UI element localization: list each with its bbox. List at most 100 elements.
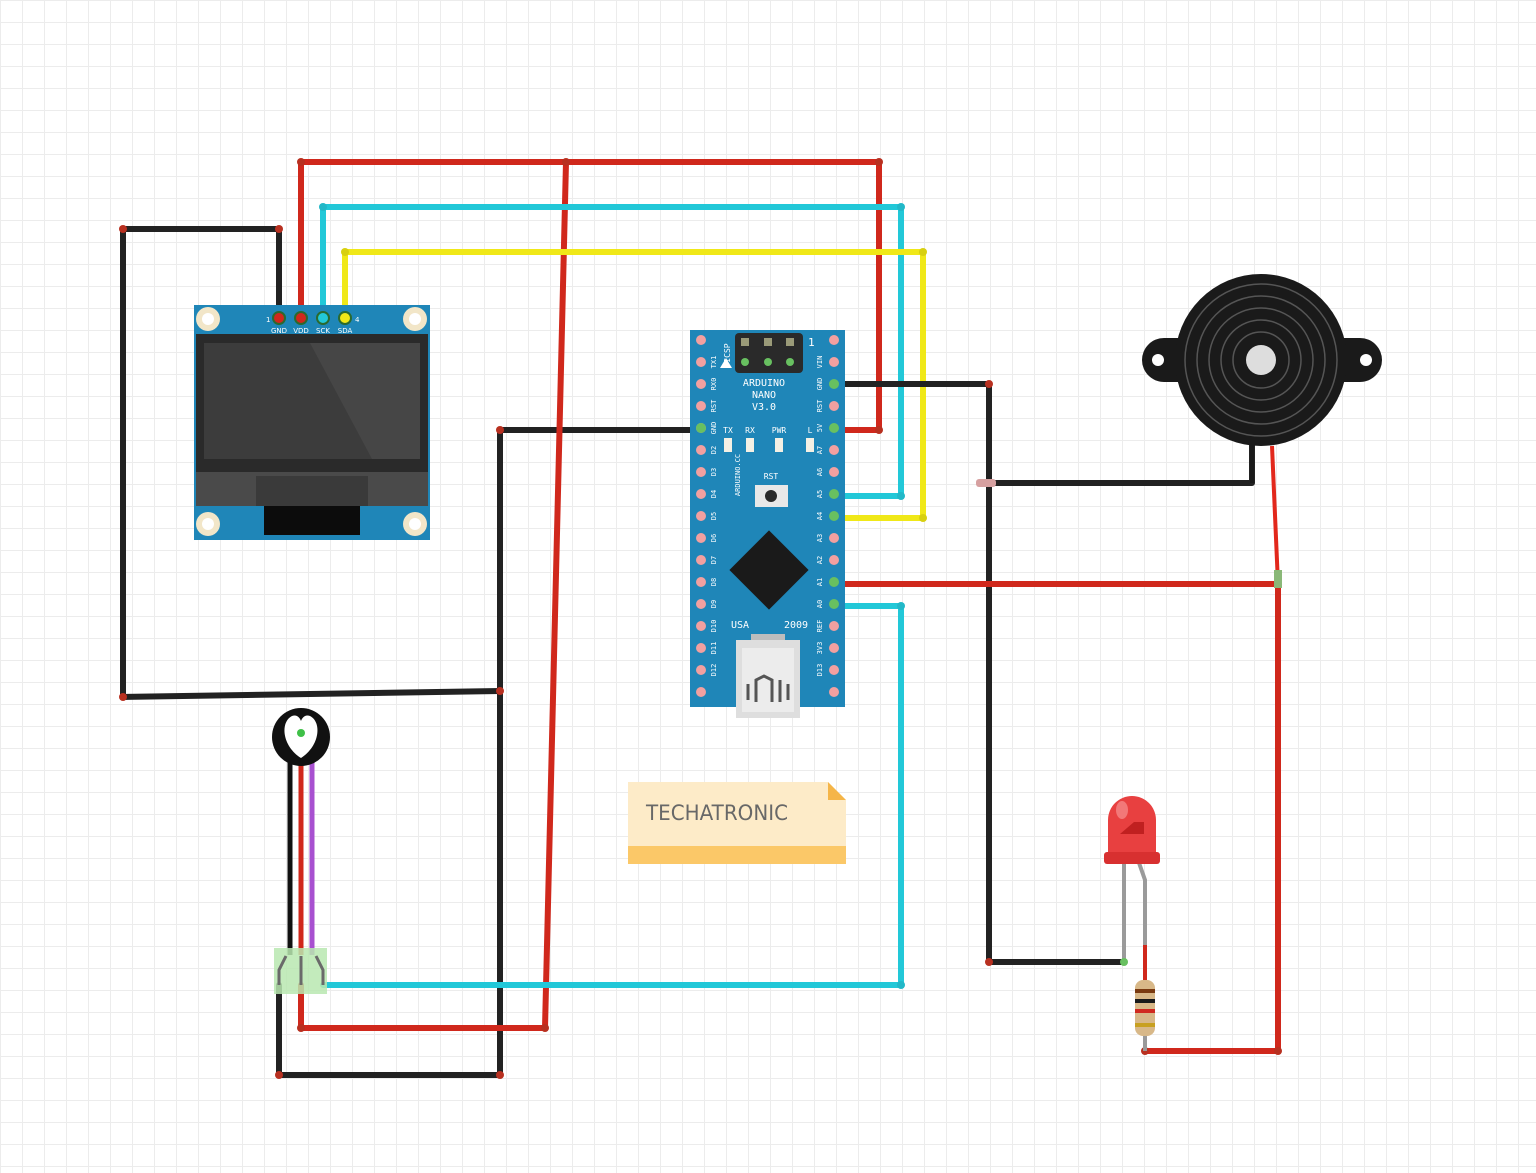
wire-junctions-yellow bbox=[341, 248, 927, 522]
pulse-sensor[interactable] bbox=[272, 708, 330, 994]
resistor[interactable] bbox=[1135, 945, 1155, 1051]
oled-pin-label-gnd: GND bbox=[271, 327, 287, 335]
oled-display[interactable]: 1 4 GND VDD SCK SDA bbox=[194, 305, 430, 540]
oled-pin-number-first: 1 bbox=[266, 316, 270, 324]
note-body bbox=[628, 782, 846, 864]
pin-label-a2: A2 bbox=[816, 556, 824, 564]
oled-pin-number-last: 4 bbox=[355, 316, 360, 324]
pin-label-d6: D6 bbox=[710, 534, 718, 542]
reset-label: RST bbox=[764, 472, 779, 481]
pin-label-tx1: TX1 bbox=[710, 356, 718, 369]
pin-label-d3: D3 bbox=[710, 468, 718, 476]
led-anvil bbox=[1120, 822, 1144, 834]
pin-label-a3: A3 bbox=[816, 534, 824, 542]
buzzer-rings bbox=[1184, 283, 1338, 437]
buzzer-lead-marker bbox=[1274, 570, 1282, 588]
pin-label-5v: 5V bbox=[816, 423, 824, 432]
pin-label-gnd-right: GND bbox=[816, 378, 824, 391]
led-base bbox=[1104, 852, 1160, 864]
usb-connector[interactable] bbox=[736, 634, 800, 718]
oled-pin-label-vdd: VDD bbox=[293, 327, 309, 335]
nano-title-line2: NANO bbox=[752, 390, 776, 401]
nano-side-text: ARDUINO.CC bbox=[734, 454, 742, 496]
note-bottom-bar bbox=[628, 846, 846, 864]
wire-red-sensor-vcc[interactable] bbox=[298, 159, 569, 1031]
nano-gnd-left-connected bbox=[696, 423, 706, 433]
wire-junctions-cyan bbox=[319, 203, 905, 989]
pin-label-gnd-left: GND bbox=[710, 422, 718, 435]
note-sticky[interactable]: TECHATRONIC bbox=[628, 782, 846, 864]
led-label-rx: RX bbox=[745, 426, 755, 435]
icsp-pins bbox=[741, 338, 794, 366]
pin-label-a0: A0 bbox=[816, 600, 824, 608]
pin1-arrow bbox=[720, 358, 732, 368]
piezo-buzzer[interactable] bbox=[1142, 274, 1382, 588]
oled-pins bbox=[272, 311, 352, 325]
nano-title-line3: V3.0 bbox=[752, 402, 776, 413]
pin-label-rst-left: RST bbox=[710, 399, 718, 412]
pin-label-a5: A5 bbox=[816, 490, 824, 498]
buzzer-mount-hole-right bbox=[1360, 354, 1372, 366]
oled-screen-glare bbox=[310, 343, 420, 459]
buzzer-lead-positive bbox=[1270, 445, 1280, 585]
wire-cyan-a0[interactable] bbox=[320, 603, 904, 988]
wire-junctions bbox=[119, 158, 1282, 1079]
reset-button[interactable] bbox=[755, 485, 788, 507]
pin-label-a4: A4 bbox=[816, 512, 824, 520]
pin-label-3v3: 3V3 bbox=[816, 642, 824, 655]
oled-pin-label-sck: SCK bbox=[316, 327, 330, 335]
led-label-pwr: PWR bbox=[772, 426, 787, 435]
resistor-band-1 bbox=[1135, 989, 1155, 993]
nano-usa-label: USA bbox=[731, 620, 749, 631]
nano-right-pin-labels: VIN GND RST 5V A7 A6 A5 A4 A3 A2 A1 A0 R… bbox=[816, 356, 824, 677]
pin-label-vin: VIN bbox=[816, 356, 824, 369]
note-folded-corner bbox=[828, 782, 846, 800]
led-highlight bbox=[1116, 801, 1128, 819]
pin-label-a7: A7 bbox=[816, 446, 824, 454]
icsp-label: ICSP bbox=[723, 343, 732, 362]
red-led[interactable] bbox=[1104, 796, 1160, 985]
wire-black-buzzer-gnd[interactable] bbox=[986, 437, 1255, 486]
sensor-led bbox=[297, 729, 305, 737]
pin-label-d12: D12 bbox=[710, 664, 718, 677]
pin-label-d9: D9 bbox=[710, 600, 718, 608]
nano-right-pads bbox=[829, 335, 839, 697]
wire-black-nano-gnd-right[interactable] bbox=[831, 381, 1127, 965]
pin-label-d5: D5 bbox=[710, 512, 718, 520]
pin-label-rx0: RX0 bbox=[710, 378, 718, 391]
pin-label-ref: REF bbox=[816, 620, 824, 633]
microcontroller-chip bbox=[729, 530, 809, 610]
arduino-nano[interactable]: ICSP 1 ARDUINO NANO V3.0 TX RX PWR L ARD… bbox=[690, 330, 845, 718]
pin-label-a6: A6 bbox=[816, 468, 824, 476]
note-text: TECHATRONIC bbox=[645, 801, 788, 825]
nano-title-line1: ARDUINO bbox=[743, 378, 785, 389]
nano-leds bbox=[724, 438, 814, 452]
pin-label-d4: D4 bbox=[710, 490, 718, 498]
pin-label-d8: D8 bbox=[710, 578, 718, 586]
nano-left-pin-labels: TX1 RX0 RST GND D2 D3 D4 D5 D6 D7 D8 D9 … bbox=[710, 356, 718, 677]
buzzer-mount-hole-left bbox=[1152, 354, 1164, 366]
led-cathode-joint bbox=[1120, 958, 1128, 966]
pin-label-d13: D13 bbox=[816, 664, 824, 677]
pin1-mark: 1 bbox=[808, 336, 815, 349]
pin-label-rst-right: RST bbox=[816, 399, 824, 412]
wire-red-a1[interactable] bbox=[831, 581, 1281, 1054]
pin-label-d10: D10 bbox=[710, 620, 718, 633]
buzzer-center bbox=[1246, 345, 1276, 375]
resistor-body bbox=[1135, 980, 1155, 1036]
pin-label-a1: A1 bbox=[816, 578, 824, 586]
led-label-tx: TX bbox=[723, 426, 733, 435]
nano-year-label: 2009 bbox=[784, 620, 808, 631]
oled-flex-base bbox=[256, 476, 368, 506]
oled-mount-holes bbox=[196, 307, 427, 536]
wire-bend-marker bbox=[976, 479, 996, 487]
pin-label-d2: D2 bbox=[710, 446, 718, 454]
resistor-band-2 bbox=[1135, 999, 1155, 1003]
oled-pin-label-sda: SDA bbox=[338, 327, 353, 335]
sensor-connector-pins bbox=[277, 955, 325, 985]
resistor-band-3 bbox=[1135, 1009, 1155, 1013]
oled-flex-connector bbox=[264, 505, 360, 535]
resistor-band-4 bbox=[1135, 1023, 1155, 1027]
pin-label-d11: D11 bbox=[710, 642, 718, 655]
